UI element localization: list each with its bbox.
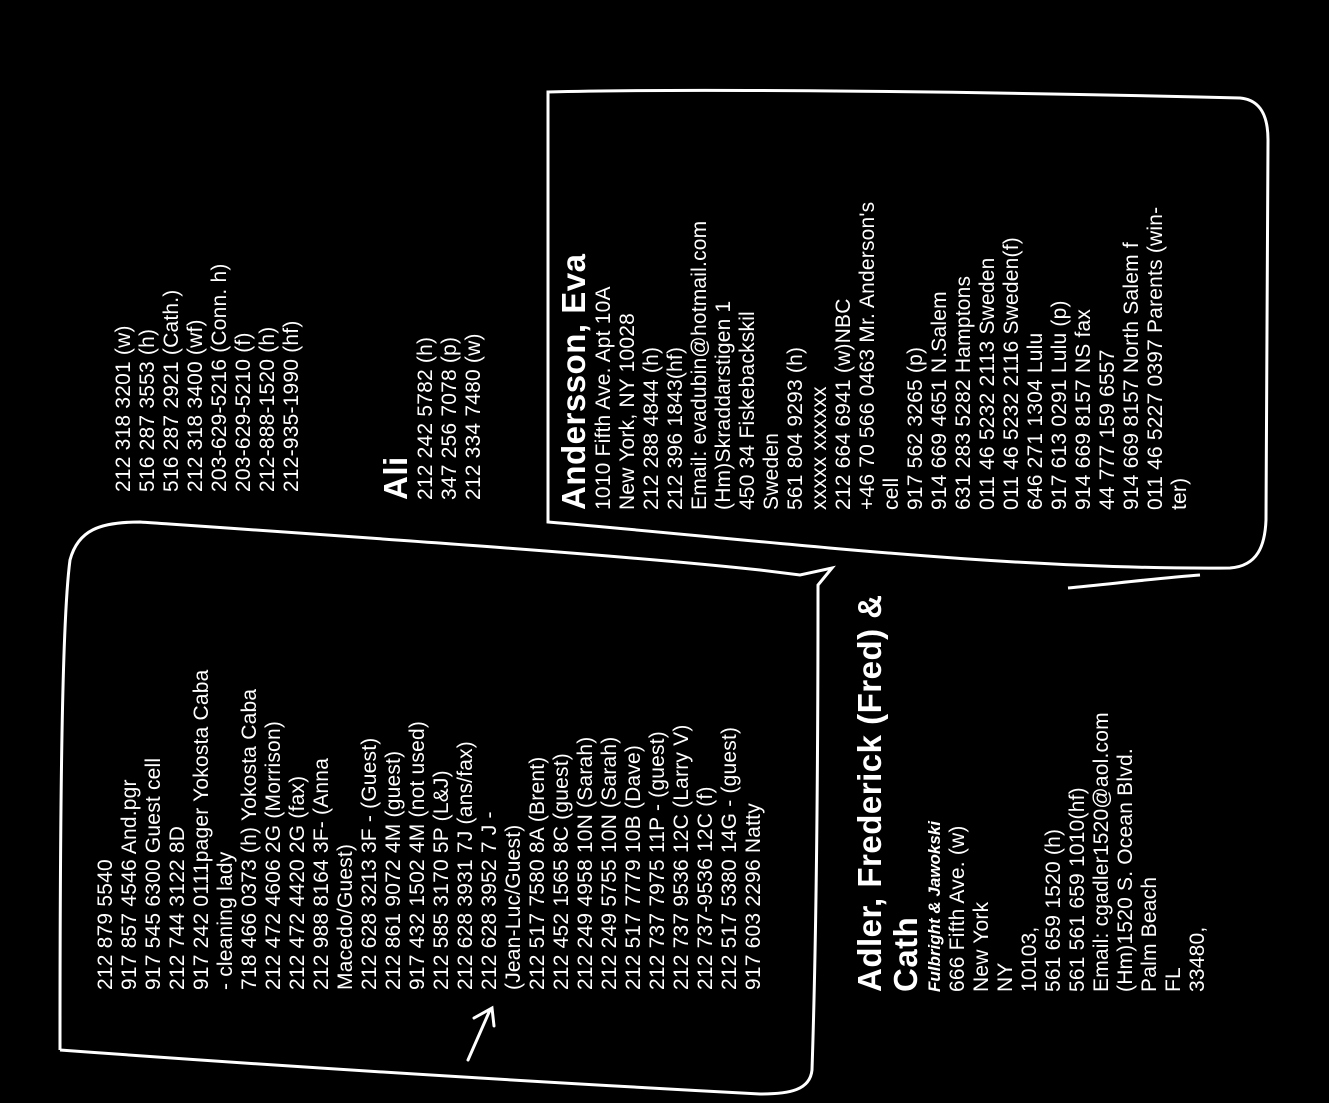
phone-line: 212 585 3170 5P (L&J): [430, 770, 453, 990]
phone-line: 212 628 3931 7J (ans/fax): [454, 740, 477, 990]
phone-line: 212 628 3213 3F - (Guest): [358, 737, 381, 990]
contact-andersson: Andersson, Eva 1010 Fifth Ave. Apt 10A N…: [555, 201, 1192, 510]
address-line: 1010 Fifth Ave. Apt 10A: [592, 286, 615, 510]
phone-line: 917 603 2296 Natty: [742, 803, 765, 990]
address-line: (Hm)Skraddarstigen 1: [712, 300, 735, 510]
phone-line: 212 988 8164 3F- (Anna: [310, 757, 333, 990]
contact-name: Andersson, Eva: [555, 253, 592, 510]
phone-line: 212-888-1520 (h): [256, 326, 279, 492]
address-line: 666 Fifth Ave. (w): [946, 825, 969, 992]
phone-line: 203-629-5216 (Conn. h): [208, 263, 231, 492]
phone-line: - cleaning lady: [214, 851, 237, 990]
phone-line: 917 562 3265 (p): [904, 346, 927, 510]
address-line: FL: [1162, 967, 1185, 992]
phone-line: 516 287 2921 (Cath.): [160, 289, 183, 492]
phone-line: 011 46 5227 0397 Parents (win-: [1144, 206, 1167, 510]
contact-name: Ali: [377, 456, 414, 500]
phone-line: 212 288 4844 (h): [640, 346, 663, 510]
address-line: 450 34 Fiskebackskil: [736, 311, 759, 510]
phone-line: 917 432 1502 4M (not used): [406, 720, 429, 990]
phone-line: 212 472 4420 2G (fax): [286, 775, 309, 990]
phone-line: 914 669 8157 North Salem f: [1120, 242, 1143, 510]
phone-line: Macedo/Guest): [334, 843, 357, 990]
andersson-box-outline: [546, 88, 1270, 570]
address-line: Palm Beach: [1138, 876, 1161, 992]
phone-line: 212 517 5380 14G - (guest): [718, 726, 741, 990]
phone-line: cell: [880, 477, 903, 510]
phone-line: 718 466 0373 (h) Yokosta Caba: [238, 688, 261, 990]
email-line: Email: cgadler1520@aol.com: [1090, 712, 1113, 992]
pen-stroke: [1067, 573, 1201, 590]
phone-line: 212 744 3122 8D: [166, 825, 189, 990]
address-line: Sweden: [760, 432, 783, 510]
phone-line: (Jean-Luc/Guest): [502, 824, 525, 990]
phone-line: 212 517 7580 8A (Brent): [526, 756, 549, 990]
phone-line: 917 242 0111pager Yokosta Caba: [190, 669, 213, 991]
phone-line: xxxxx xxxxxx: [808, 386, 831, 510]
phone-line: 212 517 7779 10B (Dave): [622, 744, 645, 990]
address-line: (Hm)1520 S. Ocean Blvd.: [1114, 748, 1137, 992]
contact-name-continued: Cath: [887, 916, 924, 992]
phone-line: 212 737 7975 11P - (guest): [646, 731, 669, 990]
phone-line: 212 628 3952 7 J -: [478, 811, 501, 990]
middle-box-outline: [58, 520, 836, 1096]
email-line: Email: evadubin@hotmail.com: [688, 220, 711, 510]
phone-line: 44 777 159 6557: [1096, 349, 1119, 510]
phone-line: 914 669 8157 NS fax: [1072, 308, 1095, 510]
phone-line: 203-629-5210 (f): [232, 332, 255, 492]
phone-line: 561 561 659 1010(hf): [1066, 787, 1089, 992]
phone-line: 516 287 3553 (h): [136, 328, 159, 492]
phone-line: 347 256 7078 (p): [438, 336, 461, 500]
address-line: New York, NY 10028: [616, 312, 639, 510]
phone-line: +46 70 566 0463 Mr. Anderson's: [856, 201, 879, 510]
phone-line: 917 613 0291 Lulu (p): [1048, 300, 1071, 510]
phone-line: 631 283 5282 Hamptons: [952, 275, 975, 510]
phone-line: 212 737 9536 12C (Larry V): [670, 724, 693, 990]
phone-line: ter): [1168, 477, 1191, 510]
phone-line: 914 669 4651 N.Salem: [928, 291, 951, 510]
phone-line: 212 334 7480 (w): [462, 333, 485, 500]
phone-line: 212 452 1565 8C (guest): [550, 753, 573, 990]
contact-ali: Ali 212 242 5782 (h) 347 256 7078 (p) 21…: [377, 333, 486, 500]
firm-name: Fulbright & Jawokski: [925, 821, 944, 992]
phone-line: 212 249 5755 10N (Sarah): [598, 736, 621, 990]
phone-line: 212 242 5782 (h): [414, 336, 437, 500]
phone-line: 917 545 6300 Guest cell: [142, 757, 165, 990]
address-line: New York: [970, 901, 993, 992]
phone-line: 212 861 9072 4M (guest): [382, 750, 405, 990]
phone-line: 212 396 1843(hf): [664, 346, 687, 510]
phone-line: 212 318 3201 (w): [112, 325, 135, 492]
top-phone-list: 212 318 3201 (w) 516 287 3553 (h) 516 28…: [112, 263, 304, 492]
address-line: 33480,: [1186, 926, 1209, 992]
phone-line: 212-935-1990 (hf): [280, 320, 303, 492]
phone-line: 212 737-9536 12C (f): [694, 786, 717, 990]
phone-line: 212 472 4606 2G (Morrison): [262, 720, 285, 990]
address-line: 10103,: [1018, 926, 1041, 992]
contact-adler: Adler, Frederick (Fred) & Cath Fulbright…: [851, 594, 1210, 992]
phone-line: 917 857 4546 And.pgr: [118, 779, 141, 990]
arrow-mark: [466, 1005, 496, 1062]
phone-line: 212 664 6941 (w)NBC: [832, 298, 855, 510]
phone-line: 212 879 5540: [94, 859, 117, 990]
phone-line: 646 271 1304 Lulu: [1024, 332, 1047, 510]
contact-name: Adler, Frederick (Fred) &: [851, 594, 888, 992]
phone-line: 011 46 5232 2113 Sweden: [976, 257, 999, 510]
address-line: NY: [994, 962, 1017, 992]
phone-line: 212 318 3400 (wf): [184, 319, 207, 492]
phone-line: 212 249 4958 10N (Sarah): [574, 736, 597, 990]
phone-line: 011 46 5232 2116 Sweden(f): [1000, 237, 1023, 510]
building-phone-list: 212 879 5540 917 857 4546 And.pgr 917 54…: [94, 670, 766, 991]
phone-line: 561 804 9293 (h): [784, 346, 807, 510]
phone-line: 561 659 1520 (h): [1042, 828, 1065, 992]
